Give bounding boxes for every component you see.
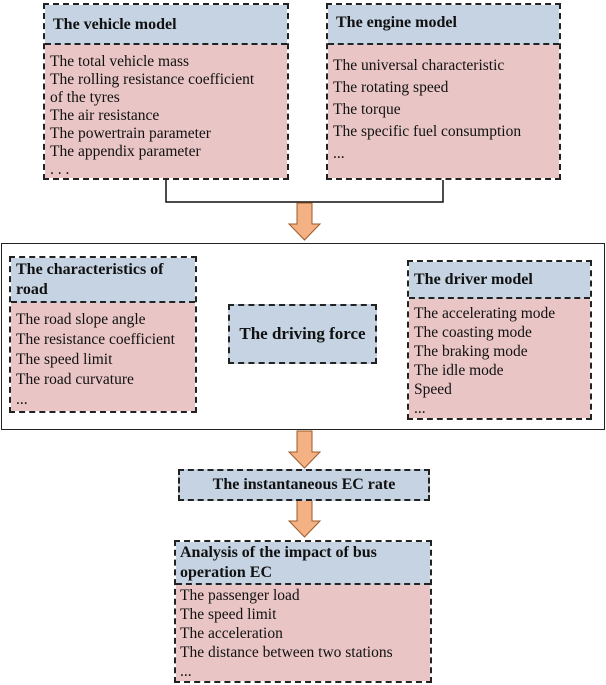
road-characteristics-box: The characteristics of road The road slo… — [9, 256, 197, 413]
list-item: The speed limit — [180, 606, 277, 623]
list-item: The passenger load — [180, 587, 300, 604]
analysis-title-line: Analysis of the impact of bus — [180, 544, 377, 561]
arrow-down-to-frame — [287, 202, 322, 241]
list-item: The road curvature — [16, 371, 134, 388]
list-item: The universal characteristic — [333, 57, 505, 74]
road-title-line: The characteristics of — [16, 261, 164, 278]
list-item: ... — [414, 400, 426, 417]
ec-rate-box: The instantaneous EC rate — [178, 469, 430, 501]
list-item: The appendix parameter — [50, 143, 201, 160]
road-characteristics-list: The road slope angle The resistance coef… — [11, 303, 195, 411]
analysis-list: The passenger load The speed limit The a… — [176, 585, 430, 681]
list-item: The total vehicle mass — [50, 53, 190, 70]
vehicle-model-list: The total vehicle mass The rolling resis… — [45, 45, 287, 178]
ec-rate-label: The instantaneous EC rate — [212, 476, 396, 493]
list-item: The rotating speed — [333, 79, 449, 96]
engine-model-list: The universal characteristic The rotatin… — [328, 45, 559, 178]
analysis-box: Analysis of the impact of bus operation … — [174, 540, 432, 683]
vehicle-model-title: The vehicle model — [45, 5, 287, 45]
analysis-title: Analysis of the impact of bus operation … — [176, 542, 430, 585]
list-item: The rolling resistance coefficient — [50, 71, 255, 88]
merge-connector — [165, 180, 444, 203]
driver-model-list: The accelerating mode The coasting mode … — [409, 299, 590, 418]
list-item: The torque — [333, 101, 401, 118]
list-item: The braking mode — [414, 343, 528, 360]
list-item: The accelerating mode — [414, 305, 556, 322]
list-item: The air resistance — [50, 107, 160, 124]
list-item: The resistance coefficient — [16, 331, 175, 348]
list-item: The acceleration — [180, 625, 283, 642]
engine-model-box: The engine model The universal character… — [326, 3, 561, 180]
list-item: The coasting mode — [414, 324, 532, 341]
list-item: The speed limit — [16, 351, 113, 368]
list-item: The powertrain parameter — [50, 125, 211, 142]
list-item: The distance between two stations — [180, 644, 393, 661]
analysis-title-line: operation EC — [180, 564, 272, 581]
driving-force-box: The driving force — [228, 304, 377, 364]
road-title-line: road — [16, 281, 48, 298]
driver-model-box: The driver model The accelerating mode T… — [407, 260, 592, 420]
list-item: . . . — [50, 161, 70, 178]
list-item: ... — [16, 391, 28, 408]
driver-model-title: The driver model — [409, 262, 590, 299]
arrow-down-to-analysis — [287, 499, 322, 538]
list-item: ... — [333, 145, 345, 162]
driving-force-label: The driving force — [239, 324, 366, 343]
engine-model-title: The engine model — [328, 5, 559, 45]
list-item: Speed — [414, 381, 452, 398]
list-item: The road slope angle — [16, 311, 146, 328]
arrow-down-to-ec — [287, 430, 322, 469]
vehicle-model-box: The vehicle model The total vehicle mass… — [43, 3, 289, 180]
list-item: The specific fuel consumption — [333, 123, 522, 140]
road-characteristics-title: The characteristics of road — [11, 258, 195, 303]
list-item: of the tyres — [50, 89, 120, 106]
list-item: ... — [180, 663, 192, 680]
list-item: The idle mode — [414, 362, 504, 379]
